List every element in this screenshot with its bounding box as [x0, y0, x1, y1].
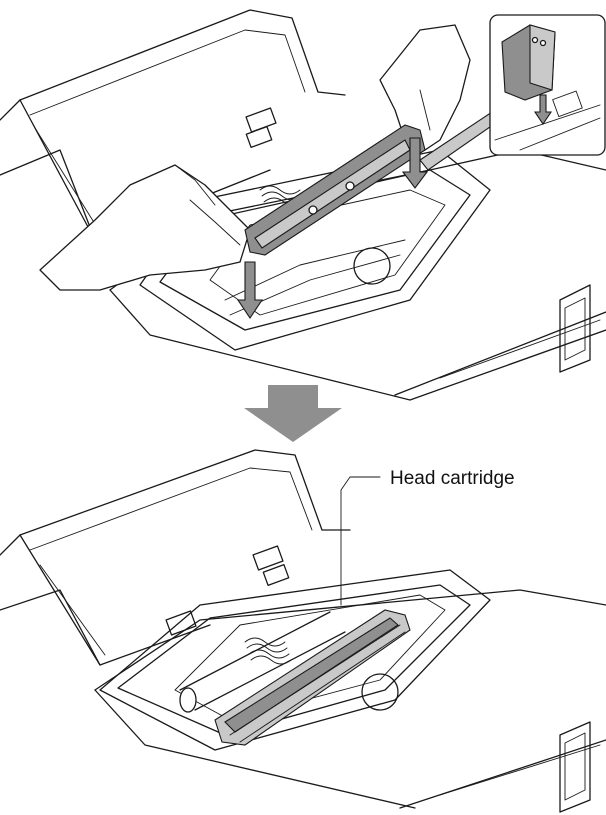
insertion-arrows: [236, 137, 429, 319]
detail-inset: [419, 14, 606, 171]
top-illustration: [0, 9, 606, 401]
hands: [39, 24, 471, 291]
bottom-illustration: Head cartridge: [0, 449, 606, 813]
printer-body-bottom: [0, 449, 606, 813]
head-cartridge-label: Head cartridge: [390, 468, 515, 489]
down-arrow-icon: [244, 385, 342, 442]
head-cartridge-callout: [340, 476, 381, 606]
printer-body-top: [0, 9, 606, 401]
installed-head-cartridge: [214, 609, 411, 746]
head-cartridge-part: [244, 124, 426, 256]
